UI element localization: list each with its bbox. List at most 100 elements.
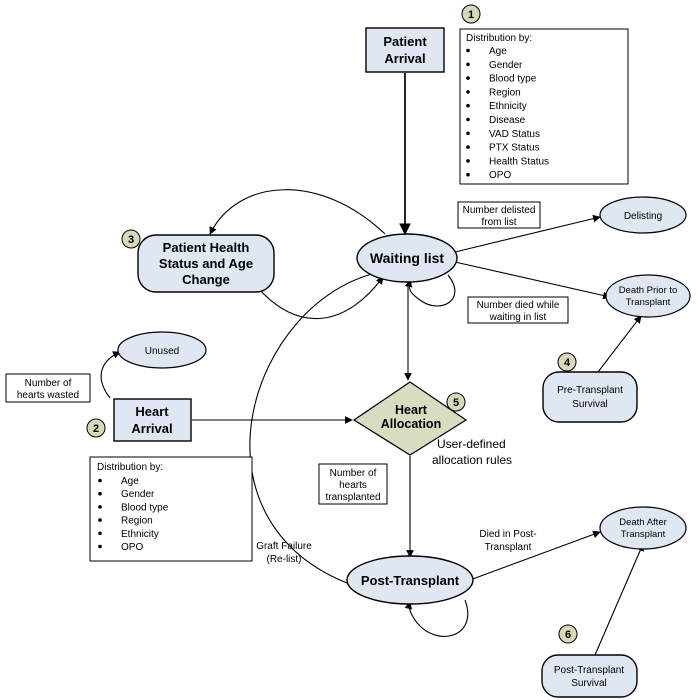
distribution-item: Age — [489, 46, 507, 57]
svg-text:2: 2 — [93, 423, 99, 435]
distribution-item: Ethnicity — [121, 529, 159, 540]
svg-text:hearts: hearts — [339, 480, 367, 491]
waiting-list-label: Waiting list — [370, 250, 444, 266]
distribution-item: Blood type — [121, 502, 169, 513]
svg-text:from list: from list — [482, 217, 517, 228]
bullet — [98, 531, 102, 536]
health-change-label-1: Patient Health — [163, 240, 250, 255]
edge-waiting-to-delisting — [454, 214, 601, 253]
svg-text:5: 5 — [453, 397, 459, 409]
post-survival-node: Post-Transplant Survival — [541, 654, 638, 698]
unused-label: Unused — [145, 346, 179, 357]
distribution-item: Age — [121, 476, 139, 487]
bullet — [466, 103, 470, 108]
bullet — [466, 159, 470, 163]
label-hearts-wasted: Number of hearts wasted — [5, 373, 91, 403]
post-transplant-label: Post-Transplant — [361, 573, 460, 588]
distribution-item: Gender — [121, 489, 155, 500]
pre-survival-label-1: Pre-Transplant — [557, 385, 623, 396]
svg-text:3: 3 — [128, 234, 134, 246]
edge-health-to-waiting — [252, 276, 384, 320]
edges — [100, 73, 644, 656]
distribution-item: VAD Status — [489, 129, 540, 140]
patient-arrival-node: Patient Arrival — [365, 27, 445, 73]
svg-text:User-defined: User-defined — [437, 437, 506, 451]
svg-text:Died in Post-: Died in Post- — [479, 529, 536, 540]
health-change-label-3: Change — [182, 272, 230, 287]
svg-text:hearts wasted: hearts wasted — [17, 390, 79, 401]
svg-text:Graft Failure: Graft Failure — [256, 541, 312, 552]
distribution-item: OPO — [489, 170, 511, 181]
badge-6: 6 — [558, 624, 578, 644]
svg-text:waiting in list: waiting in list — [489, 312, 547, 323]
badge-5: 5 — [446, 392, 466, 412]
badge-1: 1 — [461, 4, 481, 24]
svg-text:Number of: Number of — [25, 378, 72, 389]
post-transplant-node: Post-Transplant — [346, 555, 474, 605]
edge-graft-failure — [249, 269, 381, 586]
death-after-node: Death After Transplant — [599, 506, 687, 550]
bullet — [466, 145, 470, 149]
svg-text:Transplant: Transplant — [485, 542, 532, 553]
edge-waiting-self-loop — [404, 274, 456, 307]
label-number-died-waiting: Number died while waiting in list — [467, 296, 569, 324]
badge-3: 3 — [121, 229, 141, 249]
distribution-item: Ethnicity — [489, 101, 527, 112]
svg-text:6: 6 — [565, 629, 571, 641]
death-prior-label-1: Death Prior to — [619, 285, 678, 296]
distribution-item: Blood type — [489, 74, 537, 85]
label-hearts-transplanted: Number of hearts transplanted — [318, 463, 388, 505]
delisting-label: Delisting — [624, 211, 662, 222]
bullet — [98, 478, 102, 483]
svg-text:Number died while: Number died while — [477, 300, 560, 311]
edge-post-self-loop — [404, 599, 469, 637]
death-after-label-1: Death After — [619, 517, 667, 528]
distribution-item: Disease — [489, 115, 526, 126]
label-graft-failure: Graft Failure (Re-list) — [256, 541, 312, 565]
heart-allocation-label-1: Heart — [395, 403, 428, 417]
unused-node: Unused — [117, 331, 207, 369]
svg-text:1: 1 — [468, 9, 474, 21]
heart-arrival-node: Heart Arrival — [113, 398, 192, 442]
distribution-item: Health Status — [489, 156, 549, 167]
patient-arrival-label-2: Arrival — [384, 51, 425, 66]
badge-4: 4 — [557, 352, 577, 372]
heart-arrival-label-2: Arrival — [131, 421, 172, 436]
distribution-item: Region — [489, 87, 521, 98]
heart-allocation-node: Heart Allocation — [352, 381, 468, 456]
post-survival-label-2: Survival — [571, 678, 607, 689]
label-number-delisted: Number delisted from list — [457, 201, 541, 229]
label-died-post: Died in Post- Transplant — [479, 529, 536, 553]
svg-text:allocation rules: allocation rules — [432, 453, 512, 467]
edge-presurv-to-death-prior — [597, 315, 642, 373]
bullet — [466, 62, 470, 67]
svg-text:Number delisted: Number delisted — [463, 205, 536, 216]
pre-survival-node: Pre-Transplant Survival — [542, 371, 638, 423]
bullet — [466, 76, 470, 80]
bullet — [466, 48, 470, 53]
label-allocation-rules: User-defined allocation rules — [432, 437, 512, 467]
waiting-list-node: Waiting list — [356, 233, 458, 283]
heart-distribution-title: Distribution by: — [97, 462, 163, 473]
patient-distribution-title: Distribution by: — [466, 33, 532, 44]
health-change-node: Patient Health Status and Age Change — [137, 234, 275, 293]
death-prior-label-2: Transplant — [626, 297, 671, 308]
svg-text:transplanted: transplanted — [325, 492, 380, 503]
distribution-item: Gender — [489, 60, 523, 71]
heart-arrival-label-1: Heart — [135, 404, 169, 419]
pre-survival-label-2: Survival — [572, 399, 608, 410]
bullet — [98, 505, 102, 509]
svg-text:4: 4 — [564, 357, 571, 369]
badge-2: 2 — [86, 418, 106, 438]
bullet — [98, 491, 102, 496]
edge-heart-to-unused — [100, 351, 121, 399]
distribution-item: OPO — [121, 542, 143, 553]
edge-waiting-to-death-prior — [454, 261, 611, 300]
edge-post-to-death-after — [469, 530, 601, 581]
bullet — [98, 518, 102, 522]
bullet — [466, 117, 470, 122]
